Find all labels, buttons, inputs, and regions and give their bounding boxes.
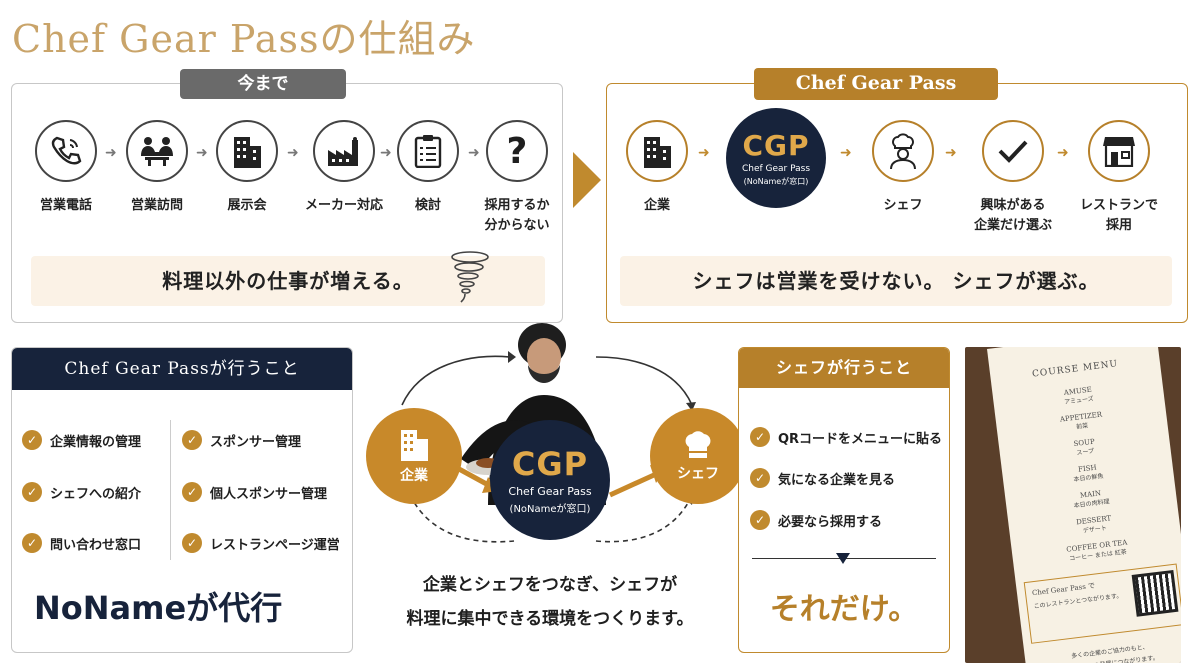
step-label: シェフ [883,198,923,213]
step-maker: メーカー対応 [299,120,389,216]
cgp-tasks-panel: Chef Gear Passが行うこと [11,347,353,653]
check-icon: ✓ [22,533,42,553]
task-item: ✓レストランページ運営 [182,533,340,553]
cgp-sub: (NoNameが窓口) [743,177,809,186]
cgp-center-badge: CGP Chef Gear Pass (NoNameが窓口) [490,420,610,540]
clipboard-icon [397,120,459,182]
step-label: 営業訪問 [130,198,183,213]
arrow-icon: ➜ [840,145,852,161]
chef-task-item: ✓QRコードをメニューに貼る [750,427,942,447]
step-label: メーカー対応 [304,198,383,213]
step-label: 営業電話 [39,198,92,213]
task-item: ✓企業情報の管理 [22,430,141,450]
cgp-tasks-footer: NoNameが代行 [34,589,283,627]
building-icon [401,430,428,461]
center-caption-1: 企業とシェフをつなぎ、シェフが [422,575,678,595]
flow-arrow-icon [573,152,601,212]
arrow-icon: ➜ [105,145,117,161]
tornado-icon [448,250,492,308]
cgp-tasks-header: Chef Gear Passが行うこと [12,348,352,390]
before-header: 今まで [180,69,346,99]
meeting-icon [126,120,188,182]
check-icon: ✓ [750,510,770,530]
phone-icon [35,120,97,182]
question-icon: ? [486,120,548,182]
arrow-icon: ➜ [196,145,208,161]
after-header: Chef Gear Pass [754,68,998,100]
qr-code-icon [1131,569,1179,617]
check-icon: ✓ [182,482,202,502]
arrow-icon: ➜ [698,145,710,161]
step-label: 興味がある 企業だけ選ぶ [973,198,1052,233]
cgp-name: Chef Gear Pass [741,164,811,174]
step-label: 企業 [643,198,670,213]
chef-tasks-header: シェフが行うこと [739,348,949,388]
factory-icon [313,120,375,182]
cgp-logo-badge: CGP Chef Gear Pass (NoNameが窓口) [726,108,826,208]
arrow-icon: ➜ [1057,145,1069,161]
chef-icon [872,120,934,182]
arrow-icon: ➜ [380,145,392,161]
task-item: ✓シェフへの紹介 [22,482,141,502]
step-label: 検討 [414,198,441,213]
check-icon: ✓ [750,468,770,488]
step-sales-visit: 営業訪問 [112,120,202,216]
page-title: Chef Gear Passの仕組み [12,17,476,61]
task-item: ✓個人スポンサー管理 [182,482,327,502]
step-chef: シェフ [858,120,948,216]
check-icon [982,120,1044,182]
chef-task-item: ✓必要なら採用する [750,510,882,530]
step-label: レストランで 採用 [1079,198,1158,233]
chef-task-item: ✓気になる企業を見る [750,468,895,488]
chef-hat-icon [685,431,711,458]
arrow-icon: ➜ [468,145,480,161]
store-icon [1088,120,1150,182]
step-company: 企業 [612,120,702,216]
center-caption-2: 料理に集中できる環境をつくります。 [406,609,694,629]
company-node: 企業 [366,408,462,504]
chef-tasks-panel: シェフが行うこと [738,347,950,653]
before-banner: 料理以外の仕事が増える。 [31,256,545,306]
qr-box: Chef Gear Pass で このレストランとつながります。 [1023,563,1181,644]
chef-node: シェフ [650,408,746,504]
step-sales-call: 営業電話 [21,120,111,216]
step-exhibition: 展示会 [202,120,292,216]
step-label: 展示会 [227,198,267,213]
step-review: 検討 [383,120,473,216]
task-item: ✓スポンサー管理 [182,430,301,450]
company-icon [626,120,688,182]
check-icon: ✓ [750,427,770,447]
chef-tasks-footer: それだけ。 [769,592,919,627]
check-icon: ✓ [22,430,42,450]
task-item: ✓問い合わせ窓口 [22,533,141,553]
check-icon: ✓ [182,533,202,553]
divider [170,420,171,560]
step-unknown: ? 採用するか 分からない [472,120,562,236]
check-icon: ✓ [22,482,42,502]
check-icon: ✓ [182,430,202,450]
arrow-icon: ➜ [945,145,957,161]
after-banner: シェフは営業を受けない。 シェフが選ぶ。 [620,256,1172,306]
step-select: 興味がある 企業だけ選ぶ [968,120,1058,236]
triangle-down-icon [836,553,850,564]
building-icon [216,120,278,182]
cgp-logo: CGP [742,129,810,162]
step-adopt: レストランで 採用 [1074,120,1164,236]
step-label: 採用するか 分からない [484,198,550,233]
arrow-icon: ➜ [287,145,299,161]
